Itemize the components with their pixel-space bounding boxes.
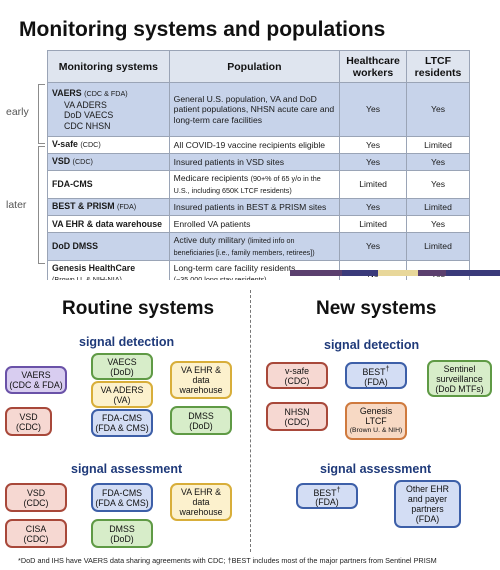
vsafe-box: v-safe(CDC) xyxy=(266,362,328,389)
healthcare-cell: Limited xyxy=(339,170,408,199)
table-row: VAERS (CDC & FDA) VA ADERS DoD VAECS CDC… xyxy=(47,82,470,137)
monitoring-table-panel: Monitoring systems and populations early… xyxy=(0,0,500,288)
header-population: Population xyxy=(168,50,341,83)
table-row: VSD (CDC) Insured patients in VSD sites … xyxy=(47,153,470,171)
vaers-box: VAERS(CDC & FDA) xyxy=(5,366,67,394)
routine-detection-title: signal detection xyxy=(79,335,175,349)
system-cell: DoD DMSS xyxy=(47,232,170,261)
healthcare-cell: Yes xyxy=(339,153,408,171)
system-cell: BEST & PRISM (FDA) xyxy=(47,198,170,216)
population-cell: General U.S. population, VA and DoD pati… xyxy=(168,82,341,137)
new-assessment-title: signal assessment xyxy=(320,462,432,476)
table-row: DoD DMSS Active duty military (limited i… xyxy=(47,232,470,261)
population-cell: Insured patients in BEST & PRISM sites xyxy=(168,198,341,216)
decor-stripe xyxy=(378,270,418,276)
section-divider xyxy=(250,290,251,552)
healthcare-cell: Limited xyxy=(339,215,408,233)
vaecs-box: VAECS(DoD) xyxy=(91,353,153,380)
header-monitoring-systems: Monitoring systems xyxy=(47,50,170,83)
routine-systems-title: Routine systems xyxy=(62,298,215,319)
dmss-assessment-box: DMSS(DoD) xyxy=(91,519,153,548)
system-cell: VA EHR & data warehouse xyxy=(47,215,170,233)
population-cell: All COVID-19 vaccine recipients eligible xyxy=(168,136,341,154)
ltcf-cell: Yes xyxy=(406,153,470,171)
population-cell: Medicare recipients (90+% of 65 y/o in t… xyxy=(168,170,341,199)
vsd-assessment-box: VSD(CDC) xyxy=(5,483,67,512)
healthcare-cell: Yes xyxy=(339,232,408,261)
population-cell: Insured patients in VSD sites xyxy=(168,153,341,171)
healthcare-cell: Yes xyxy=(339,136,408,154)
ltcf-cell: Yes xyxy=(406,215,470,233)
ltcf-cell: Limited xyxy=(406,198,470,216)
header-healthcare-workers: Healthcare workers xyxy=(339,50,408,83)
fda-cms-assessment-box: FDA-CMS(FDA & CMS) xyxy=(91,483,153,512)
population-cell: Active duty military (limited info on be… xyxy=(168,232,341,261)
fda-cms-box: FDA-CMS(FDA & CMS) xyxy=(91,409,153,437)
footnote: *DoD and IHS have VAERS data sharing agr… xyxy=(18,556,437,565)
routine-assessment-title: signal assessment xyxy=(71,462,183,476)
decor-stripe xyxy=(446,270,500,276)
healthcare-cell: Yes xyxy=(339,198,408,216)
page-title: Monitoring systems and populations xyxy=(19,18,386,41)
ltcf-cell: Limited xyxy=(406,136,470,154)
dmss-box: DMSS(DoD) xyxy=(170,406,232,435)
decor-stripe xyxy=(342,270,378,276)
new-detection-title: signal detection xyxy=(324,338,420,352)
decor-stripe xyxy=(418,270,446,276)
nhsn-box: NHSN(CDC) xyxy=(266,402,328,431)
va-aders-box: VA ADERS(VA) xyxy=(91,381,153,408)
best-box: BEST†(FDA) xyxy=(345,362,407,389)
table-row: FDA-CMS Medicare recipients (90+% of 65 … xyxy=(47,170,470,199)
monitoring-table: Monitoring systems Population Healthcare… xyxy=(47,50,470,288)
early-label: early xyxy=(6,106,29,118)
system-cell: FDA-CMS xyxy=(47,170,170,199)
table-row: VA EHR & data warehouse Enrolled VA pati… xyxy=(47,215,470,233)
early-bracket xyxy=(38,84,45,144)
best-assessment-box: BEST†(FDA) xyxy=(296,483,358,509)
vsd-box: VSD(CDC) xyxy=(5,407,52,436)
header-ltcf-residents: LTCF residents xyxy=(406,50,470,83)
table-row: BEST & PRISM (FDA) Insured patients in B… xyxy=(47,198,470,216)
population-cell: Enrolled VA patients xyxy=(168,215,341,233)
ltcf-cell: Yes xyxy=(406,170,470,199)
table-row: V-safe (CDC) All COVID-19 vaccine recipi… xyxy=(47,136,470,154)
system-cell: V-safe (CDC) xyxy=(47,136,170,154)
healthcare-cell: Yes xyxy=(339,82,408,137)
later-label: later xyxy=(6,199,27,211)
decor-stripe xyxy=(290,270,342,276)
new-systems-title: New systems xyxy=(316,298,437,319)
later-bracket xyxy=(38,146,45,264)
cisa-box: CISA(CDC) xyxy=(5,519,67,548)
ltcf-cell: Limited xyxy=(406,232,470,261)
system-cell: VSD (CDC) xyxy=(47,153,170,171)
system-cell: VAERS (CDC & FDA) VA ADERS DoD VAECS CDC… xyxy=(47,82,170,137)
ltcf-cell: Yes xyxy=(406,82,470,137)
